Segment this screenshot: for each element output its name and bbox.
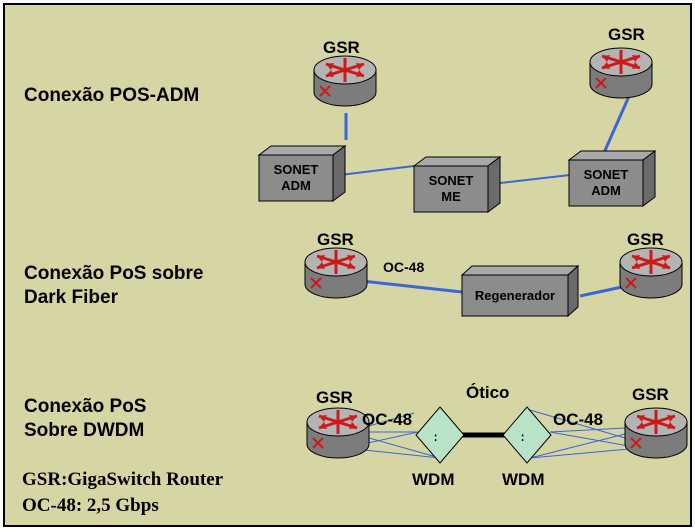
link-me-adm-right <box>499 174 571 184</box>
gsr-label: GSR <box>632 385 669 404</box>
gsr-label: GSR <box>627 230 664 249</box>
pos-adm-links <box>339 93 632 184</box>
dark-fiber-links <box>361 279 623 298</box>
wdm-left-diamond: : <box>415 406 465 464</box>
sonet-adm-right-line2: ADM <box>591 183 621 198</box>
link-regenerator-gsr <box>579 285 623 298</box>
router-icon <box>588 46 654 100</box>
section-dwdm-label-2: Sobre DWDM <box>24 420 145 441</box>
wdm-label: WDM <box>412 470 455 489</box>
wdm-label: WDM <box>502 470 545 489</box>
link-gsr-adm-right <box>601 93 632 156</box>
svg-text::: : <box>432 430 439 444</box>
svg-text::: : <box>519 430 526 444</box>
link-adm-me-left <box>339 165 415 176</box>
router-icon <box>618 246 684 300</box>
router-icon <box>305 406 371 460</box>
router-icon <box>303 246 369 300</box>
router-icon <box>312 54 378 108</box>
legend-gsr: GSR:GigaSwitch Router <box>22 469 224 490</box>
sonet-me-box <box>412 156 502 213</box>
section-dark-fiber-label-1: Conexão PoS sobre <box>24 263 204 284</box>
oc48-label: OC-48 <box>383 259 425 275</box>
sonet-me-label: SONET ME <box>414 173 488 205</box>
gsr-label: GSR <box>323 38 360 57</box>
optical-label: Ótico <box>466 383 510 402</box>
router-icon <box>623 406 689 460</box>
sonet-adm-left-label: SONET ADM <box>259 162 333 194</box>
gsr-label: GSR <box>316 388 353 407</box>
sonet-adm-right-line1: SONET <box>583 167 629 182</box>
oc48-label: OC-48 <box>553 410 604 429</box>
wdm-right-diamond: : <box>502 406 552 464</box>
sonet-me-line1: SONET <box>428 173 474 188</box>
link-gsr-regenerator <box>361 279 463 294</box>
sonet-adm-left-line1: SONET <box>273 162 319 177</box>
legend-oc48: OC-48: 2,5 Gbps <box>22 495 159 516</box>
regenerator-label: Regenerador <box>474 288 556 303</box>
gsr-label: GSR <box>317 230 354 249</box>
sonet-adm-left-line2: ADM <box>281 178 311 193</box>
oc48-label: OC-48 <box>362 410 413 429</box>
regenerator-box <box>460 264 580 318</box>
sonet-adm-left-box <box>257 145 347 202</box>
section-pos-adm-label: Conexão POS-ADM <box>24 85 200 106</box>
sonet-me-line2: ME <box>441 189 461 204</box>
sonet-adm-right-label: SONET ADM <box>569 167 643 199</box>
sonet-adm-right-box <box>567 150 657 207</box>
gsr-label: GSR <box>608 25 645 44</box>
section-dwdm-label-1: Conexão PoS <box>24 396 147 417</box>
section-dark-fiber-label-2: Dark Fiber <box>24 287 118 308</box>
